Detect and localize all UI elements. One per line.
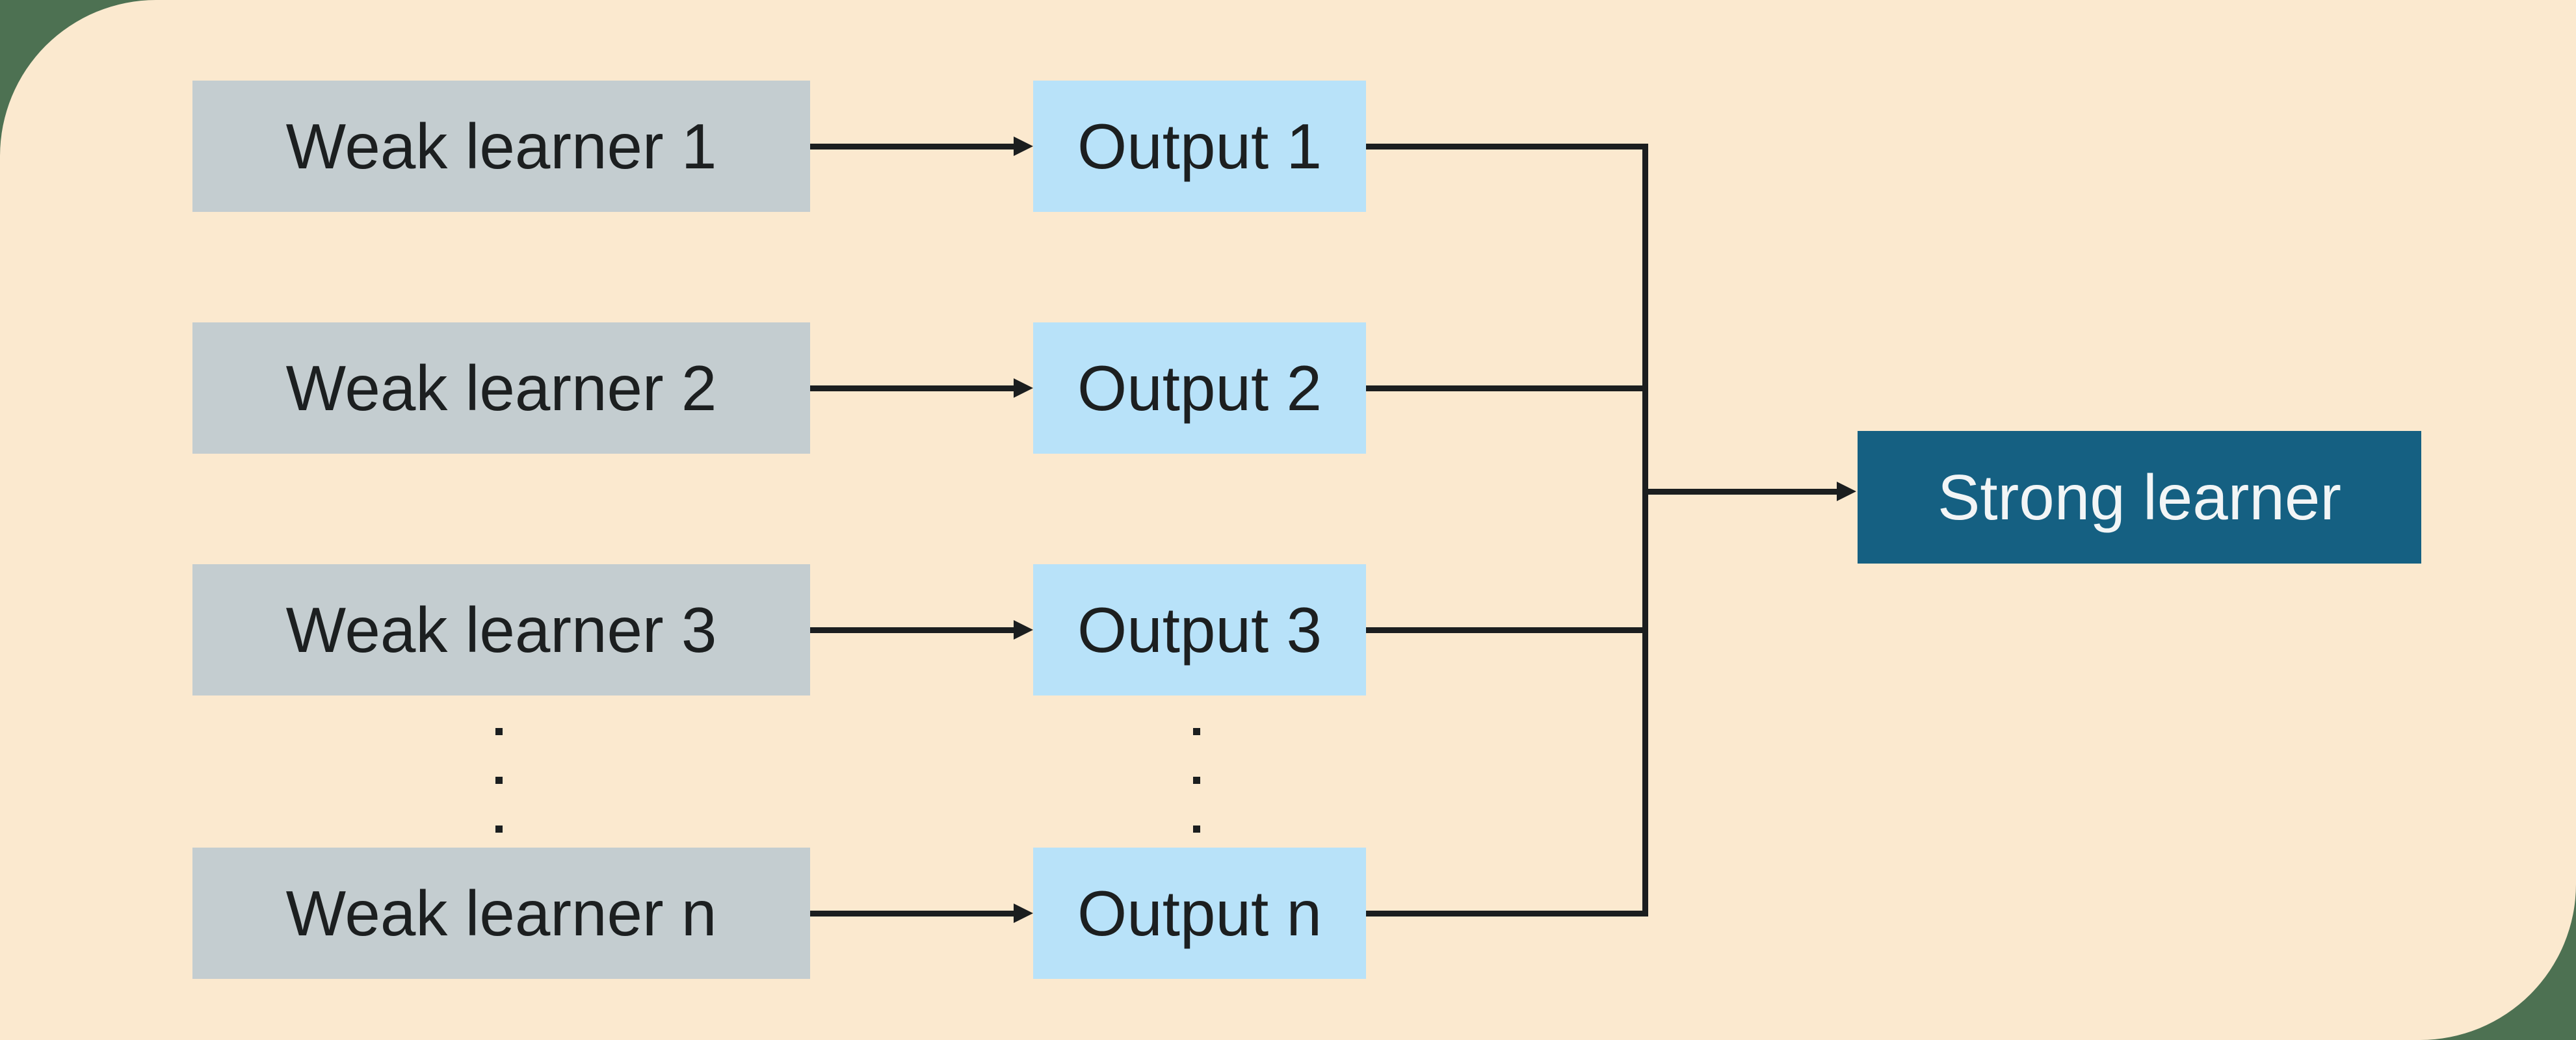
strong-learner-box: Strong learner bbox=[1858, 431, 2421, 564]
arrow-weak2-to-output2-shaft bbox=[810, 385, 1016, 391]
output-box-3: Output 3 bbox=[1033, 564, 1366, 696]
arrow-weakn-to-outputn-head bbox=[1014, 904, 1033, 923]
weak-learner-label-3: Weak learner 3 bbox=[285, 594, 717, 666]
weak-learner-box-3: Weak learner 3 bbox=[192, 564, 810, 696]
arrow-bus-to-strong-shaft bbox=[1642, 489, 1838, 495]
connector-output3-to-bus bbox=[1366, 627, 1648, 633]
ellipsis-dot bbox=[495, 728, 503, 735]
output-box-2: Output 2 bbox=[1033, 322, 1366, 454]
output-label-n: Output n bbox=[1077, 878, 1322, 949]
output-label-3: Output 3 bbox=[1077, 594, 1322, 666]
arrow-bus-to-strong-head bbox=[1837, 482, 1856, 501]
connector-output1-to-bus bbox=[1366, 144, 1648, 150]
connector-output2-to-bus bbox=[1366, 385, 1648, 391]
weak-learner-box-1: Weak learner 1 bbox=[192, 81, 810, 212]
ellipsis-dot bbox=[495, 777, 503, 784]
arrow-weak1-to-output1-shaft bbox=[810, 144, 1016, 150]
aggregation-bus-line bbox=[1642, 144, 1648, 916]
arrow-weak3-to-output3-shaft bbox=[810, 627, 1016, 633]
arrow-weak2-to-output2-head bbox=[1014, 378, 1033, 398]
ellipsis-dot bbox=[495, 826, 503, 833]
weak-learner-label-n: Weak learner n bbox=[285, 878, 717, 949]
ellipsis-dot bbox=[1193, 777, 1200, 784]
weak-learner-label-1: Weak learner 1 bbox=[285, 110, 717, 182]
arrow-weak1-to-output1-head bbox=[1014, 136, 1033, 156]
weak-learner-box-2: Weak learner 2 bbox=[192, 322, 810, 454]
arrow-weakn-to-outputn-shaft bbox=[810, 911, 1016, 916]
weak-learner-box-n: Weak learner n bbox=[192, 848, 810, 979]
connector-outputn-to-bus bbox=[1366, 911, 1648, 916]
output-box-n: Output n bbox=[1033, 848, 1366, 979]
output-label-2: Output 2 bbox=[1077, 352, 1322, 424]
output-box-1: Output 1 bbox=[1033, 81, 1366, 212]
arrow-weak3-to-output3-head bbox=[1014, 620, 1033, 640]
output-label-1: Output 1 bbox=[1077, 110, 1322, 182]
strong-learner-label: Strong learner bbox=[1937, 462, 2342, 533]
weak-learner-label-2: Weak learner 2 bbox=[285, 352, 717, 424]
ellipsis-dot bbox=[1193, 826, 1200, 833]
ellipsis-dot bbox=[1193, 728, 1200, 735]
